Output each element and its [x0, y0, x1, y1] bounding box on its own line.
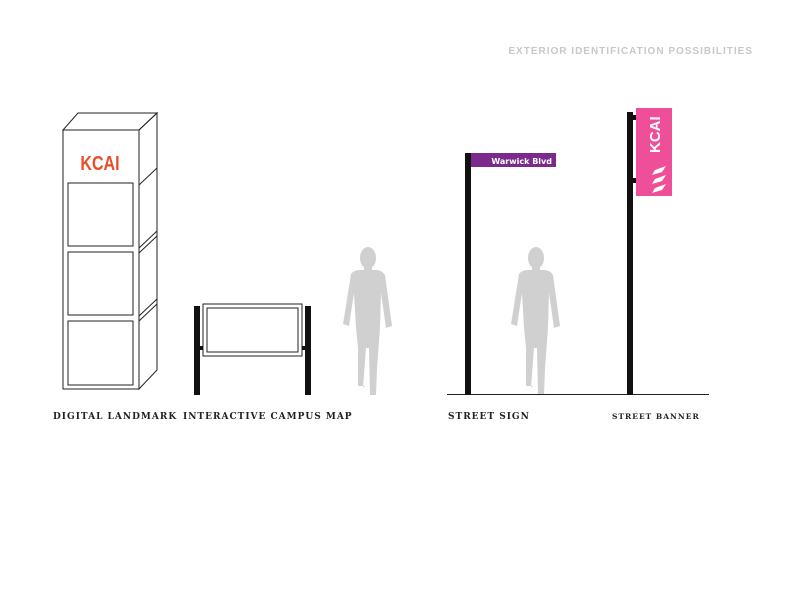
caption-street-banner: STREET BANNER	[612, 412, 700, 421]
street-banner	[627, 108, 672, 395]
street-sign	[465, 153, 556, 395]
page-title: EXTERIOR IDENTIFICATION POSSIBILITIES	[508, 46, 753, 57]
person-silhouette-icon	[343, 247, 392, 395]
banner-logo: KCAI	[647, 116, 664, 153]
campus-map-kiosk	[194, 303, 311, 395]
digital-landmark	[61, 111, 159, 391]
caption-digital-landmark: DIGITAL LANDMARK	[53, 412, 178, 422]
landmark-logo: KCAI	[80, 152, 119, 174]
street-sign-label: Warwick Blvd	[491, 157, 552, 166]
person-silhouette-icon	[511, 247, 560, 395]
caption-campus-map: INTERACTIVE CAMPUS MAP	[183, 412, 353, 422]
caption-street-sign: STREET SIGN	[448, 412, 530, 422]
